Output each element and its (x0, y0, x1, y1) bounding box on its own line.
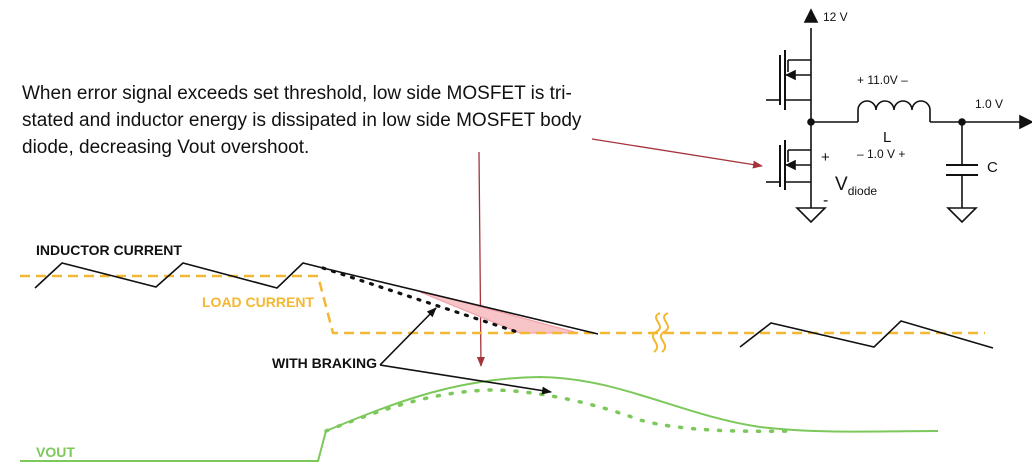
vout-braking-trace (324, 388, 794, 434)
braking-area (419, 291, 579, 334)
vdiode-sub: diode (848, 184, 878, 198)
time-break-icon (651, 312, 669, 353)
node-voltage-label: – 1.0 V + (857, 147, 905, 161)
braking-pointer-current (379, 307, 437, 366)
vout-label: VOUT (36, 444, 75, 460)
vdiode-main: V (835, 174, 848, 195)
high-side-mosfet (766, 50, 812, 122)
annotation-line-1: When error signal exceeds set threshold,… (22, 83, 572, 104)
annotation-line-3: diode, decreasing Vout overshoot. (22, 137, 310, 158)
output-voltage-label: 1.0 V (975, 97, 1003, 111)
annotation-line-2: stated and inductor energy is dissipated… (22, 110, 582, 131)
output-capacitor (946, 122, 978, 224)
inductor-label: L (883, 129, 891, 146)
load-current-label: LOAD CURRENT (202, 294, 314, 310)
low-side-mosfet (766, 122, 827, 224)
pointer-arrow-to-mosfet (591, 138, 763, 169)
inductor-current-braking-trace (321, 266, 522, 335)
pointer-arrow-to-waveform (476, 151, 485, 367)
inductor-current-label: INDUCTOR CURRENT (36, 242, 182, 258)
supply-label: 12 V (823, 10, 848, 24)
vdiode-label: Vdiode (835, 174, 877, 198)
inductor-coil (857, 100, 931, 122)
vdiode-plus: + (821, 149, 830, 166)
annotation-text: When error signal exceeds set threshold,… (22, 80, 682, 161)
output-arrow-icon (1019, 114, 1032, 130)
supply-arrow-icon (803, 8, 819, 23)
vdiode-minus: - (823, 192, 828, 209)
cap-ground-icon (946, 207, 978, 224)
inductor-voltage-label: + 11.0V – (857, 73, 908, 87)
capacitor-label: C (987, 159, 998, 176)
with-braking-label: WITH BRAKING (272, 355, 377, 371)
vout-trace (20, 375, 939, 462)
inductor-current-trace-after (739, 320, 994, 349)
fet-ground-icon (795, 207, 827, 224)
schematic-labels: 12 V + 11.0V – L 1.0 V – 1.0 V + C + - V… (821, 10, 1003, 209)
braking-pointer-vout (379, 364, 552, 395)
buck-schematic (766, 8, 1032, 224)
inductor-current-trace (34, 262, 599, 335)
